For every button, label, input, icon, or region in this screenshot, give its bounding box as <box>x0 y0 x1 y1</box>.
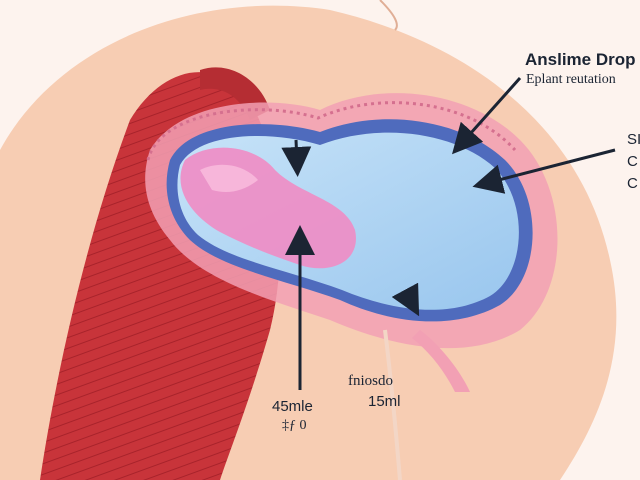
inflamed-highlight <box>200 164 258 192</box>
membrane-stripe <box>146 101 517 161</box>
diagram-title: Anslime Drop <box>525 50 636 69</box>
neck-outline <box>379 0 398 31</box>
side-label-1: SI <box>627 131 640 148</box>
arrow-top-notch <box>281 139 312 177</box>
measure-label-2: 15ml <box>368 393 401 410</box>
arrow-title <box>452 77 522 155</box>
side-label-2: C <box>627 153 638 170</box>
diagram-subtitle: Eplant reutation <box>526 72 616 87</box>
acromion-bone <box>412 330 470 392</box>
volume-label-1: 45mle <box>272 398 313 415</box>
side-label-3: C <box>627 175 638 192</box>
arrow-side <box>472 148 616 194</box>
volume-label-2: ‡ƒ 0 <box>282 418 307 433</box>
humerus-line <box>383 329 402 480</box>
arrow-bottom-notch <box>391 282 420 317</box>
measure-label-1: fniosdo <box>348 373 393 389</box>
